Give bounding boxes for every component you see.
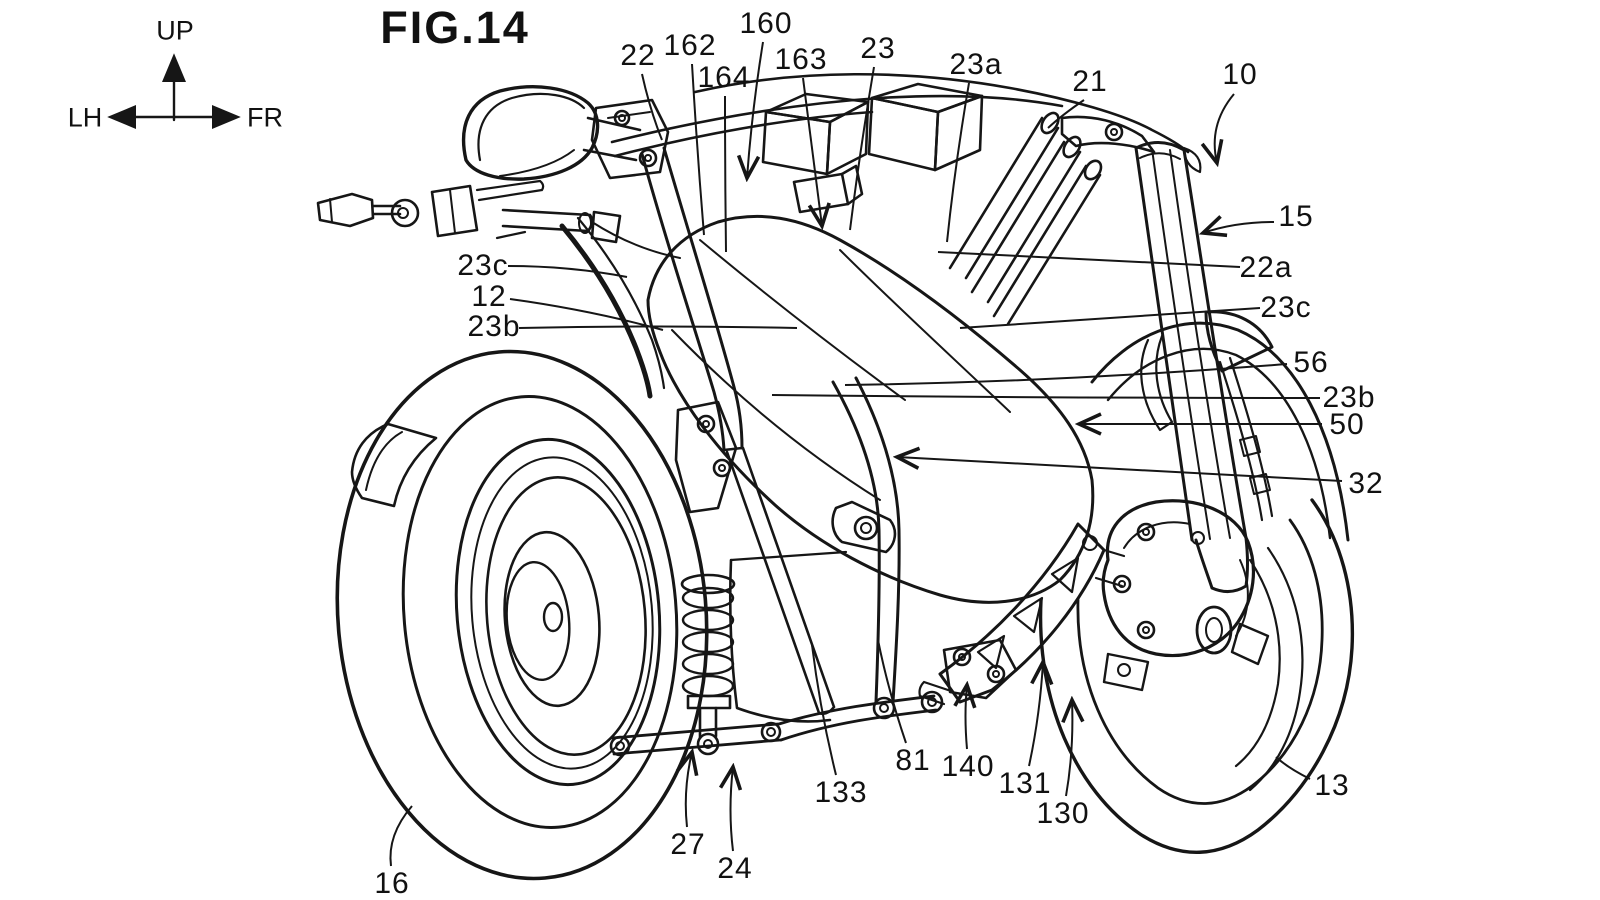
leader-line-130 bbox=[1066, 700, 1072, 797]
figure-title: FIG.14 bbox=[380, 2, 530, 53]
ref-label-56: 56 bbox=[1293, 346, 1329, 379]
leader-line-27 bbox=[686, 752, 692, 828]
compass-arrows-icon bbox=[107, 53, 241, 129]
ref-label-27: 27 bbox=[670, 828, 706, 861]
ref-label-163: 163 bbox=[774, 43, 828, 76]
leader-line-23a bbox=[946, 82, 970, 243]
body-panel bbox=[646, 214, 1095, 723]
front-wheel bbox=[1038, 498, 1355, 854]
leader-line-163 bbox=[802, 77, 822, 226]
ref-label-23b: 23b bbox=[1322, 381, 1376, 414]
ref-label-22: 22 bbox=[620, 39, 656, 72]
rear-wheel bbox=[335, 349, 709, 881]
leader-line-160 bbox=[747, 41, 764, 178]
ref-label-22a: 22a bbox=[1239, 251, 1293, 284]
leader-line-162 bbox=[691, 63, 705, 236]
ref-label-162: 162 bbox=[663, 29, 717, 62]
ref-label-23b: 23b bbox=[467, 310, 521, 343]
compass-lh-label: LH bbox=[67, 102, 103, 133]
rear-suspension bbox=[680, 573, 736, 756]
compass-up-label: UP bbox=[156, 15, 194, 46]
ref-label-131: 131 bbox=[998, 767, 1052, 800]
leader-line-131 bbox=[1028, 662, 1043, 767]
leader-line-22 bbox=[641, 73, 663, 141]
leader-line-22a bbox=[937, 251, 1241, 268]
ref-label-23c: 23c bbox=[1260, 291, 1312, 324]
frame-tubes bbox=[948, 111, 1103, 326]
leader-line-23b bbox=[518, 325, 798, 329]
ref-label-13: 13 bbox=[1314, 769, 1350, 802]
ref-label-24: 24 bbox=[717, 852, 753, 885]
brake-line-guard bbox=[1218, 356, 1274, 522]
leader-line-10 bbox=[1215, 93, 1235, 163]
leader-line-32 bbox=[897, 457, 1343, 482]
ref-label-16: 16 bbox=[374, 867, 410, 900]
turn-signal bbox=[316, 192, 375, 228]
front-fork bbox=[1134, 141, 1274, 593]
ref-label-12: 12 bbox=[471, 280, 507, 313]
seat-cowl bbox=[461, 85, 642, 181]
leader-line-23b bbox=[771, 394, 1321, 399]
leader-line-23 bbox=[849, 66, 875, 231]
steering-head bbox=[1060, 115, 1202, 174]
ref-label-130: 130 bbox=[1036, 797, 1090, 830]
leader-line-24 bbox=[731, 767, 734, 852]
ref-label-50: 50 bbox=[1329, 408, 1365, 441]
ref-label-140: 140 bbox=[941, 750, 995, 783]
ref-label-81: 81 bbox=[895, 744, 931, 777]
ref-label-23c: 23c bbox=[457, 249, 509, 282]
ref-label-10: 10 bbox=[1222, 58, 1258, 91]
leader-line-56 bbox=[844, 363, 1288, 386]
ref-label-160: 160 bbox=[739, 7, 793, 40]
leader-line-140 bbox=[966, 685, 968, 750]
leader-line-164 bbox=[724, 95, 727, 253]
rear-fender bbox=[350, 422, 438, 508]
ref-label-21: 21 bbox=[1072, 65, 1108, 98]
bellcrank bbox=[942, 638, 1018, 700]
leader-line-13 bbox=[1275, 756, 1311, 780]
handlebar bbox=[316, 179, 681, 259]
ref-label-23: 23 bbox=[860, 32, 896, 65]
leader-line-15 bbox=[1203, 222, 1275, 233]
frame bbox=[559, 72, 1190, 720]
ref-label-23a: 23a bbox=[949, 48, 1003, 81]
ref-label-15: 15 bbox=[1278, 200, 1314, 233]
brake-lever bbox=[475, 179, 545, 202]
ref-label-32: 32 bbox=[1348, 467, 1384, 500]
compass-fr-label: FR bbox=[247, 102, 283, 133]
lower-linkage bbox=[609, 638, 1018, 757]
leader-line-12 bbox=[509, 298, 664, 331]
front-hub-motor bbox=[1101, 499, 1270, 692]
leader-line-81 bbox=[877, 639, 907, 744]
leader-line-16 bbox=[389, 805, 413, 867]
leader-line-21 bbox=[1047, 99, 1085, 129]
ref-label-133: 133 bbox=[814, 776, 868, 809]
leader-line-23c bbox=[959, 307, 1261, 329]
front-fender bbox=[1090, 310, 1350, 542]
leader-line-23c bbox=[507, 265, 628, 278]
fender-visor bbox=[1204, 310, 1274, 373]
ref-label-164: 164 bbox=[697, 61, 751, 94]
leader-line-133 bbox=[811, 644, 837, 776]
